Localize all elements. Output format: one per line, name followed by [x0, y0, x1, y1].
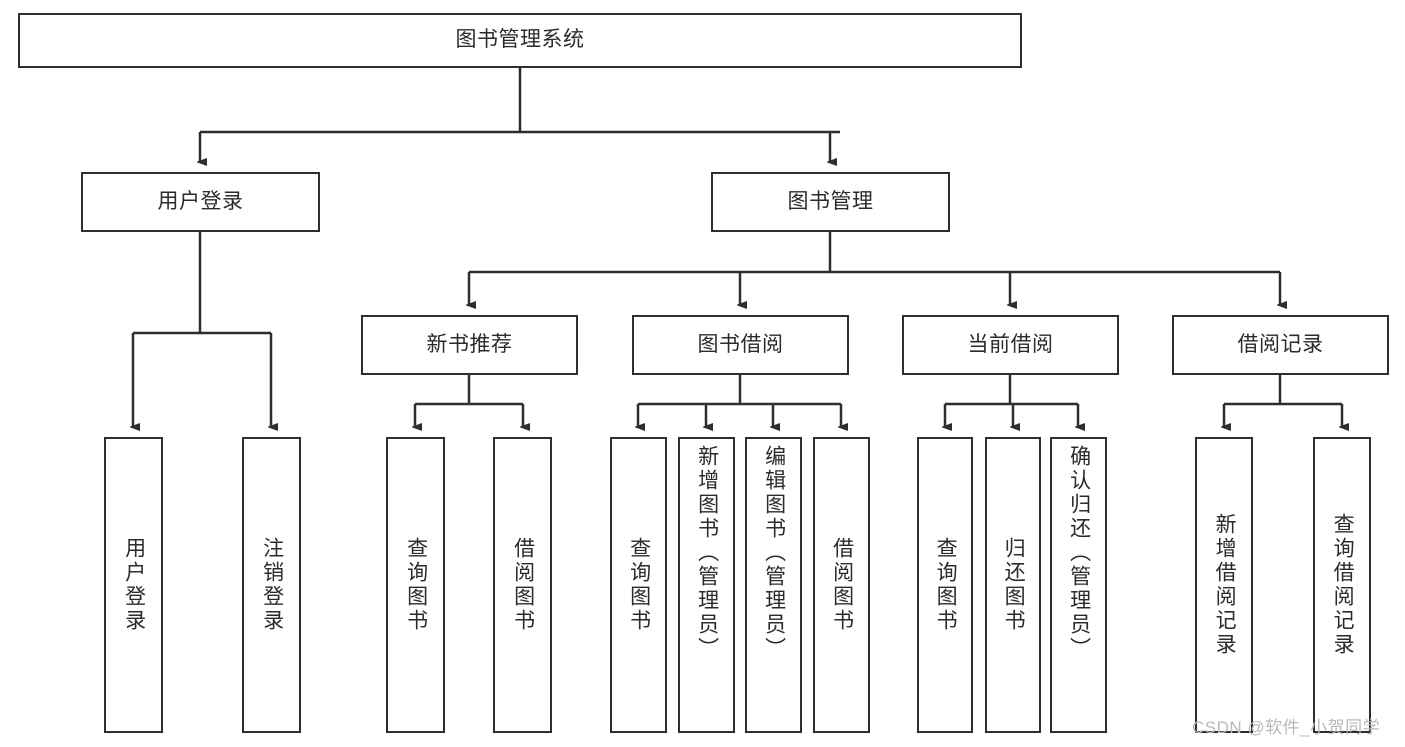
leaf-add-book[interactable]: 新增图书（管理员） [678, 437, 735, 733]
node-label: 注销登录 [260, 537, 284, 633]
edges-book-borrow-to-leaves [638, 375, 841, 427]
edges-borrow-record-to-leaves [1224, 375, 1342, 427]
node-label: 确认归还（管理员） [1067, 445, 1091, 661]
node-label: 新书推荐 [426, 332, 513, 356]
node-label: 图书借阅 [697, 332, 784, 356]
edges-current-borrow-to-leaves [945, 375, 1078, 427]
node-label: 新增图书（管理员） [695, 445, 719, 661]
edges-new-book-to-leaves [415, 375, 523, 427]
node-label: 图书管理系统 [455, 28, 585, 52]
leaf-query-book-borrow[interactable]: 查询图书 [610, 437, 667, 733]
node-label: 查询图书 [627, 537, 651, 633]
node-label: 图书管理 [787, 189, 874, 213]
leaf-borrow-book-recommend[interactable]: 借阅图书 [493, 437, 552, 733]
node-label: 查询借阅记录 [1331, 513, 1355, 657]
node-root-system[interactable]: 图书管理系统 [18, 13, 1022, 68]
leaf-edit-book[interactable]: 编辑图书（管理员） [745, 437, 802, 733]
node-label: 当前借阅 [967, 332, 1054, 356]
node-book-manage[interactable]: 图书管理 [711, 172, 950, 232]
edges-root-to-level2 [200, 68, 840, 162]
node-label: 用户登录 [157, 189, 244, 213]
node-label: 编辑图书（管理员） [762, 445, 786, 661]
edges-book-manage-to-level3 [469, 232, 1280, 305]
leaf-return-book[interactable]: 归还图书 [985, 437, 1041, 733]
node-label: 查询图书 [934, 537, 958, 633]
node-label: 新增借阅记录 [1213, 513, 1237, 657]
node-user-login[interactable]: 用户登录 [81, 172, 320, 232]
node-label: 借阅记录 [1237, 332, 1324, 356]
edges-user-login-to-leaves [133, 232, 271, 427]
node-label: 借阅图书 [511, 537, 535, 633]
node-label: 归还图书 [1002, 537, 1026, 633]
node-label: 查询图书 [404, 537, 428, 633]
node-new-book-recommend[interactable]: 新书推荐 [361, 315, 578, 375]
leaf-query-borrow-record[interactable]: 查询借阅记录 [1313, 437, 1371, 733]
node-label: 用户登录 [122, 537, 146, 633]
leaf-confirm-return[interactable]: 确认归还（管理员） [1050, 437, 1107, 733]
leaf-logout[interactable]: 注销登录 [242, 437, 301, 733]
node-current-borrow[interactable]: 当前借阅 [902, 315, 1119, 375]
node-borrow-record[interactable]: 借阅记录 [1172, 315, 1389, 375]
leaf-query-book-current[interactable]: 查询图书 [917, 437, 973, 733]
node-label: 借阅图书 [830, 537, 854, 633]
leaf-query-book-recommend[interactable]: 查询图书 [386, 437, 445, 733]
node-book-borrow[interactable]: 图书借阅 [632, 315, 849, 375]
leaf-add-borrow-record[interactable]: 新增借阅记录 [1195, 437, 1253, 733]
leaf-user-login[interactable]: 用户登录 [104, 437, 163, 733]
leaf-borrow-book-2[interactable]: 借阅图书 [813, 437, 870, 733]
